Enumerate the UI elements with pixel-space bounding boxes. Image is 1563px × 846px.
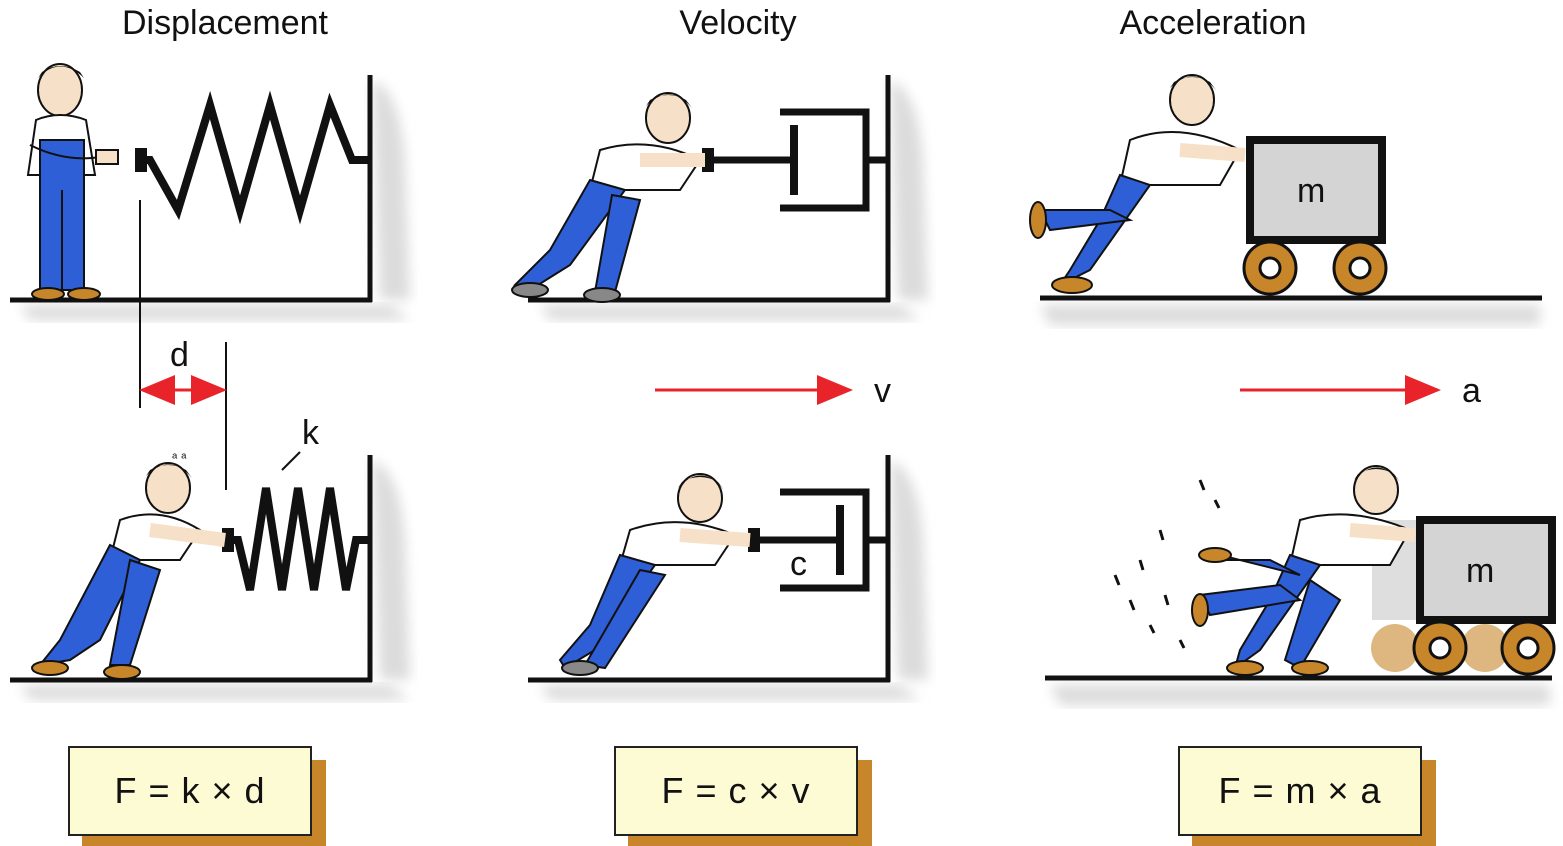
worker-pushing-icon — [560, 474, 750, 675]
spring-end-cap — [135, 148, 147, 172]
wall-shadow — [890, 80, 928, 300]
formula-spring-box: F = k × d — [68, 746, 312, 836]
label-c: c — [790, 545, 807, 584]
worker-standing-icon — [28, 64, 118, 300]
spring-icon — [226, 488, 370, 590]
formula-mass: F = m × a — [1218, 770, 1381, 812]
formula-damper: F = c × v — [661, 770, 810, 812]
damper-icon — [702, 112, 888, 208]
heading-acceleration: Acceleration — [1013, 4, 1413, 43]
label-k: k — [302, 414, 319, 453]
ground-shadow — [1050, 685, 1550, 705]
spring-panel-top — [10, 64, 410, 320]
svg-text:ᵃ ᵃ: ᵃ ᵃ — [172, 449, 187, 465]
label-a: a — [1462, 372, 1481, 411]
displacement-measure — [140, 200, 300, 490]
formula-spring: F = k × d — [114, 770, 265, 812]
worker-pushing-icon: ᵃ ᵃ — [32, 449, 225, 679]
ground-shadow — [540, 685, 920, 700]
formula-damper-box: F = c × v — [614, 746, 858, 836]
label-m-top: m — [1297, 172, 1325, 211]
label-v: v — [874, 372, 891, 411]
heading-displacement: Displacement — [25, 4, 425, 43]
damper-panel-bottom — [528, 455, 928, 700]
mass-panel-top — [1030, 75, 1542, 325]
ground-shadow — [540, 305, 920, 320]
damper-icon — [748, 492, 888, 588]
worker-pushing-icon — [512, 93, 705, 302]
ground-shadow — [20, 685, 410, 700]
ground-shadow — [1040, 305, 1540, 325]
wall-shadow — [890, 460, 928, 680]
wall-shadow — [372, 80, 410, 300]
damper-panel-top — [512, 75, 928, 320]
label-d: d — [170, 336, 189, 375]
heading-velocity: Velocity — [538, 4, 938, 43]
worker-pushing-icon — [1030, 75, 1245, 293]
label-m-bottom: m — [1466, 552, 1494, 591]
formula-mass-box: F = m × a — [1178, 746, 1422, 836]
cart-icon — [1244, 140, 1386, 294]
ground-shadow — [20, 305, 410, 320]
wall-shadow — [372, 460, 410, 680]
spring-panel-bottom: ᵃ ᵃ — [10, 449, 410, 700]
k-leader-line — [282, 452, 300, 470]
spring-icon — [138, 105, 370, 210]
